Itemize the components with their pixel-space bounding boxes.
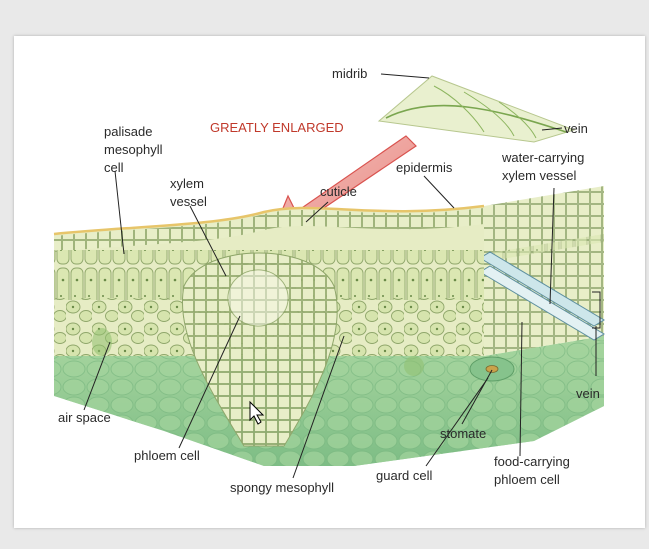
label-greatly-enlarged: GREATLY ENLARGED [210,120,344,135]
leaf-underside [54,336,604,466]
leaf-cross-section-diagram: midrib vein GREATLY ENLARGED palisade me… [53,66,605,495]
air-space-shape [92,328,112,356]
label-xylem-2: vessel [170,194,207,209]
label-stomate: stomate [440,426,486,441]
label-food-2: phloem cell [494,472,560,487]
label-spongy-mesophyll: spongy mesophyll [230,480,334,495]
label-palisade-1: palisade [104,124,152,139]
label-cuticle: cuticle [320,184,357,199]
leaf-side-face [479,186,605,356]
leader-lines [83,73,597,479]
xylem-vessel-tube [479,251,605,327]
label-palisade-2: mesophyll [104,142,163,157]
vascular-bundle [182,252,338,447]
label-air-space: air space [58,410,111,425]
phloem-vessel-tube [479,265,605,341]
mouse-cursor-icon [249,400,265,425]
diagram-frame: midrib vein GREATLY ENLARGED palisade me… [14,36,645,528]
label-food-1: food-carrying [494,454,570,469]
guard-cell-shape [485,365,499,373]
label-midrib: midrib [332,66,367,81]
label-water-2: xylem vessel [502,168,577,183]
cuticle-layer [53,204,485,236]
label-vein-top: vein [564,121,588,136]
label-epidermis: epidermis [396,160,453,175]
label-palisade-3: cell [104,160,124,175]
label-vein-side: vein [576,386,600,401]
leaf-illustration [377,75,576,143]
label-phloem-cell: phloem cell [134,448,200,463]
label-water-1: water-carrying [501,150,584,165]
main-cross-section [53,204,485,447]
label-xylem-1: xylem [170,176,204,191]
leaf-midrib [385,104,567,133]
label-guard-cell: guard cell [376,468,432,483]
